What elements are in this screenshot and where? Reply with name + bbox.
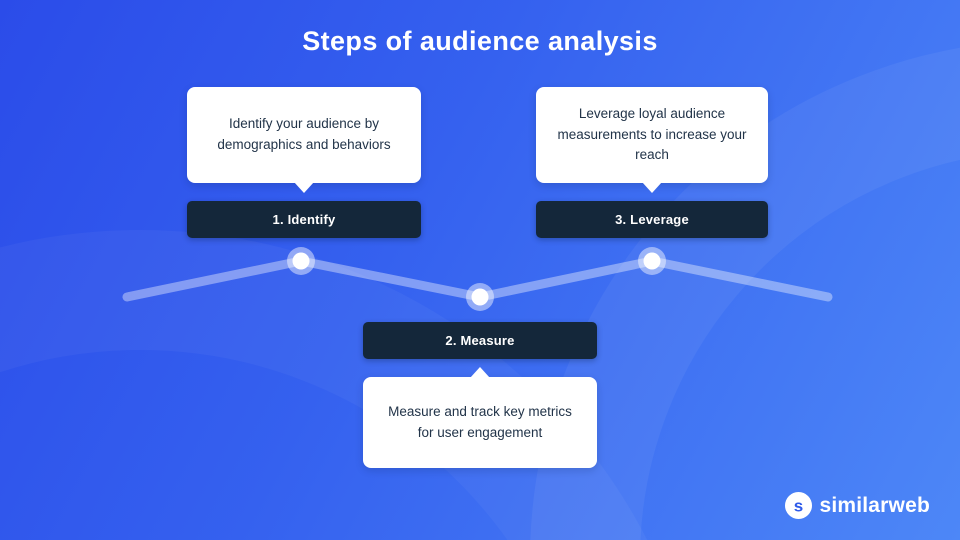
trend-node-1 [287,247,315,275]
trend-node-3 [638,247,666,275]
step-3-label: 3. Leverage [615,212,689,227]
trend-line-path [122,256,833,302]
step-1-label: 1. Identify [272,212,336,227]
similarweb-logo: s similarweb [785,492,930,519]
page-title: Steps of audience analysis [302,26,658,56]
similarweb-mark-icon: s [785,492,813,519]
step-2-card: Measure and track key metrics for user e… [363,367,597,468]
similarweb-logo-text: similarweb [819,493,930,517]
similarweb-mark-glyph: s [794,497,803,516]
step-1-card: Identify your audience by demographics a… [187,87,421,193]
step-1-description: Identify your audience by demographics a… [217,116,391,152]
step-1-card-pointer [294,182,314,193]
step-2-label-pill: 2. Measure [363,322,597,359]
step-2-label: 2. Measure [445,333,515,348]
step-3-label-pill: 3. Leverage [536,201,768,238]
step-2-description: Measure and track key metrics for user e… [388,403,572,440]
step-1-label-pill: 1. Identify [187,201,421,238]
step-3-card-pointer [642,182,662,193]
step-3-card: Leverage loyal audience measurements to … [536,87,768,193]
step-2-card-pointer [470,367,490,378]
trend-node-2 [466,283,494,311]
background-swirl [0,230,710,540]
step-3-description: Leverage loyal audience measurements to … [557,105,747,163]
